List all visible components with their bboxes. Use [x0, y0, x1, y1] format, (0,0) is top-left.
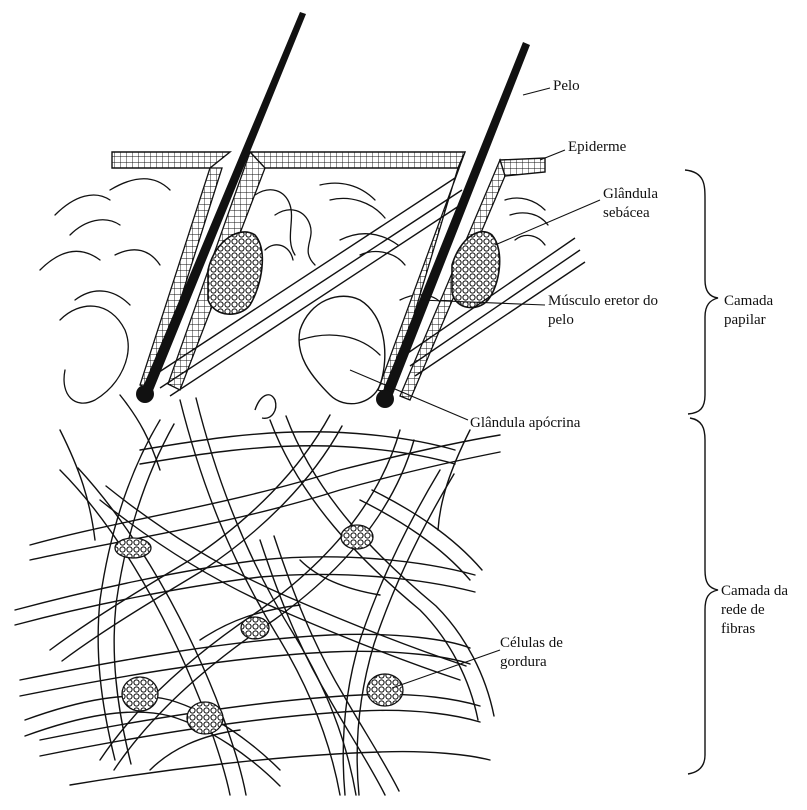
brace-fiber-network [688, 418, 718, 774]
label-camada-rede-line2: rede de [721, 601, 765, 620]
label-camada-rede-line1: Camada da [721, 582, 788, 601]
label-glandula-sebacea-line1: Glândula [603, 185, 658, 204]
fat-cells [115, 525, 403, 734]
label-glandula-apocrina: Glândula apócrina [470, 414, 580, 433]
label-musculo-eretor-line2: pelo [548, 311, 574, 330]
label-camada-papilar-line1: Camada [724, 292, 773, 311]
label-glandula-sebacea-line2: sebácea [603, 204, 650, 223]
label-epiderme: Epiderme [568, 138, 626, 157]
label-camada-rede-line3: fibras [721, 620, 755, 639]
label-camada-papilar-line2: papilar [724, 311, 766, 330]
label-musculo-eretor-line1: Músculo eretor do [548, 292, 658, 311]
layer-braces [685, 170, 718, 774]
label-celulas-gordura-line1: Células de [500, 634, 563, 653]
label-celulas-gordura-line2: gordura [500, 653, 547, 672]
label-pelo: Pelo [553, 77, 580, 96]
brace-papillary [685, 170, 718, 414]
apocrine-gland [255, 296, 385, 418]
fiber-network [15, 395, 500, 795]
